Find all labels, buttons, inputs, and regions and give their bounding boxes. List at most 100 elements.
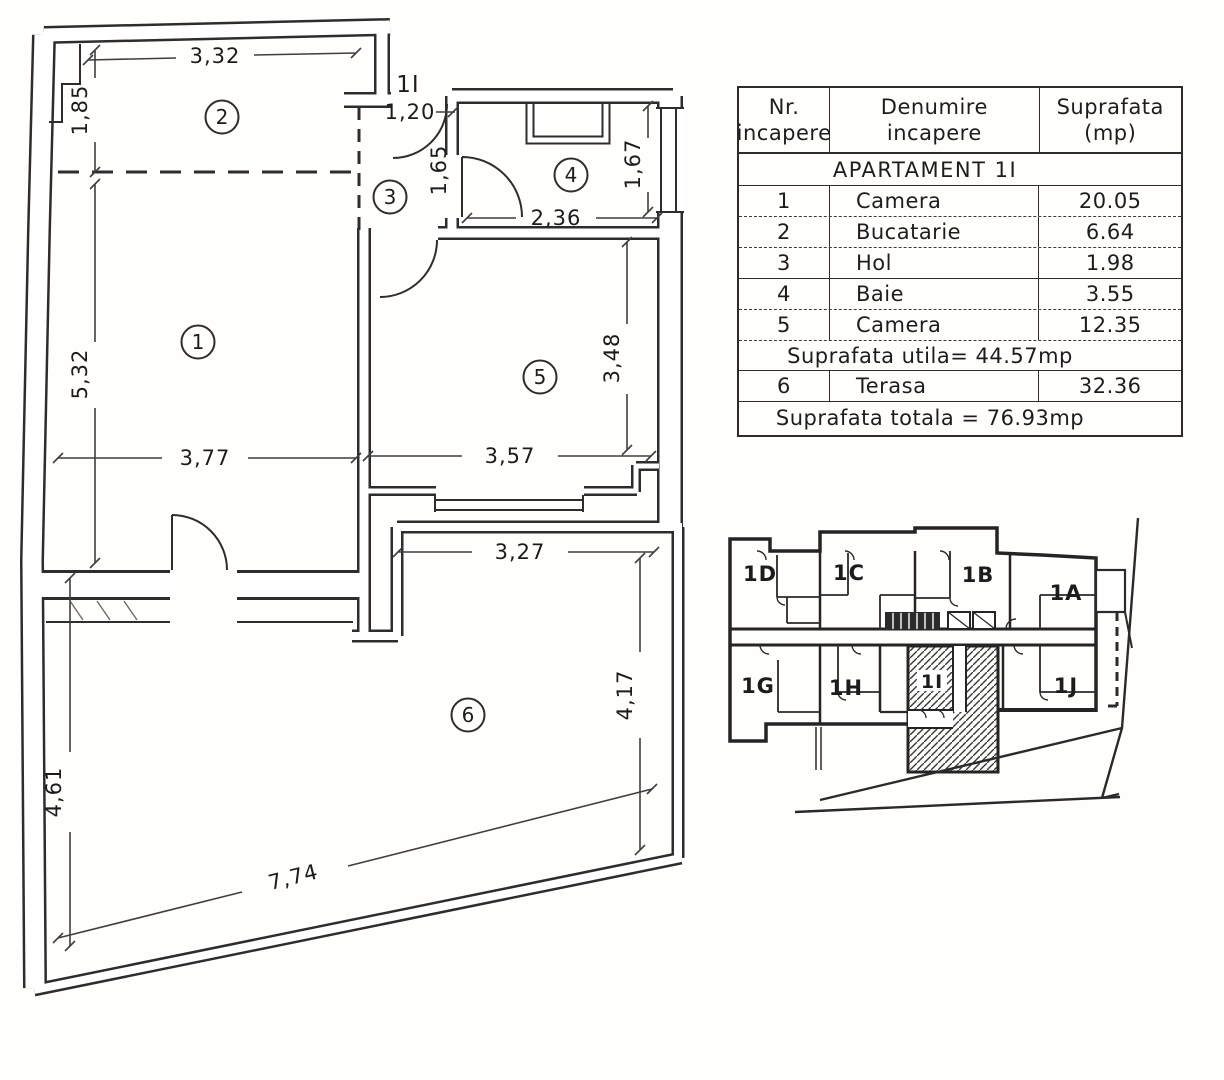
- table-subtotal-row: Suprafata utila= 44.57mp: [739, 340, 1181, 370]
- dim-terrace-left-height: 4,61: [42, 767, 66, 818]
- room-1-number: 1: [192, 330, 205, 354]
- table-row: 2 Bucatarie 6.64: [739, 216, 1181, 247]
- header-denumire-line2: incapere: [886, 121, 982, 145]
- room-6-number: 6: [462, 703, 475, 727]
- header-suprafata-line1: Suprafata: [1056, 94, 1164, 119]
- row-nr: 3: [777, 251, 791, 275]
- apartment-title: APARTAMENT 1I: [832, 157, 1018, 182]
- dim-room5-height: 3,48: [600, 333, 624, 384]
- window-room5-terrace: [434, 495, 584, 512]
- wall-details: [46, 44, 684, 623]
- plot-line-dashed: [1103, 612, 1119, 708]
- row-area: 32.36: [1078, 374, 1142, 398]
- row-nr: 1: [777, 189, 791, 213]
- suprafata-totala: Suprafata totala = 76.93mp: [775, 406, 1085, 430]
- room-5-number: 5: [534, 365, 547, 389]
- dim-terrace-top-width: 3,27: [495, 540, 546, 564]
- row-name: Terasa: [855, 374, 927, 398]
- table-row: 5 Camera 12.35: [739, 309, 1181, 340]
- header-suprafata-line2: (mp): [1084, 121, 1137, 145]
- doors: [171, 103, 523, 571]
- dim-room4-height: 1,67: [621, 139, 645, 190]
- apartment-floor-plan: 3,32 1,85 1,20 1,65 2,36 1,67 5,32 3,77 …: [19, 18, 685, 997]
- row-nr: 2: [777, 220, 791, 244]
- row-area: 20.05: [1078, 189, 1142, 213]
- room-1-marker: 1: [180, 324, 216, 360]
- unit-label-1D: 1D: [743, 562, 777, 586]
- table-row: 3 Hol 1.98: [739, 247, 1181, 278]
- row-name: Bucatarie: [855, 220, 962, 244]
- header-denumire-line1: Denumire: [880, 94, 988, 119]
- header-nr-line1: Nr.: [768, 94, 800, 119]
- row-name: Camera: [855, 189, 942, 213]
- plot-line-right: [1100, 517, 1140, 800]
- shaft-niche-outline: [525, 104, 611, 145]
- row-nr: 5: [777, 313, 791, 337]
- room-3-marker: 3: [372, 179, 408, 215]
- garden-wall-line: [815, 727, 822, 770]
- highlighted-unit-1I: [906, 644, 1000, 774]
- row-name: Camera: [855, 313, 942, 337]
- room-2-number: 2: [216, 105, 229, 129]
- row-area: 12.35: [1078, 313, 1142, 337]
- sill-hatch-ticks: [69, 600, 138, 621]
- row-area: 1.98: [1085, 251, 1135, 275]
- room-5-marker: 5: [522, 359, 558, 395]
- row-area: 6.64: [1085, 220, 1135, 244]
- row-nr: 4: [777, 282, 791, 306]
- building-key-plan: 1D 1C 1B 1A 1G 1H 1I 1J: [728, 517, 1140, 814]
- dimension-lines: [52, 44, 663, 952]
- dimension-labels: 3,32 1,85 1,20 1,65 2,36 1,67 5,32 3,77 …: [42, 44, 645, 895]
- room-4-marker: 4: [553, 157, 589, 193]
- room-numbers: 1 2 3 4 5 6: [180, 99, 589, 733]
- table-row: 4 Baie 3.55: [739, 278, 1181, 309]
- side-bay: [1094, 568, 1127, 614]
- wall-step-top-left: [49, 44, 81, 123]
- row-name: Hol: [855, 251, 892, 275]
- room5-door-arc: [379, 239, 438, 298]
- room-3-number: 3: [384, 185, 397, 209]
- unit-label-1H: 1H: [829, 676, 863, 700]
- unit-label-1G: 1G: [741, 674, 775, 698]
- dim-entrance-width: 1,20: [385, 100, 436, 124]
- key-plan-unit-labels: 1D 1C 1B 1A 1G 1H 1I 1J: [741, 561, 1083, 700]
- row-nr: 6: [777, 374, 791, 398]
- unit-label-1J: 1J: [1054, 674, 1078, 698]
- dim-room2-width: 3,32: [190, 44, 241, 68]
- terrace-door: [171, 514, 228, 571]
- room-6-marker: 6: [450, 697, 486, 733]
- unit-partitions-bottom: [818, 645, 1005, 724]
- entrance-apartment-label: 1I: [396, 72, 419, 98]
- table-section-title: APARTAMENT 1I: [739, 152, 1181, 185]
- plot-line-lower: [794, 795, 1121, 814]
- room-areas-table: Nr. incapere Denumire incapere Suprafata…: [737, 86, 1183, 437]
- plot-boundaries: [794, 517, 1140, 814]
- row-name: Baie: [855, 282, 904, 306]
- table-row: 1 Camera 20.05: [739, 185, 1181, 216]
- unit-label-1C: 1C: [833, 561, 865, 585]
- table-total-row: Suprafata totala = 76.93mp: [739, 401, 1181, 434]
- dim-room2-height: 1,85: [68, 85, 92, 136]
- suprafata-utila: Suprafata utila= 44.57mp: [787, 343, 1073, 368]
- table-row-terrace: 6 Terasa 32.36: [739, 370, 1181, 401]
- unit-label-1B: 1B: [962, 563, 995, 587]
- corridor-walls: [730, 627, 1096, 647]
- staircase: [885, 611, 996, 630]
- dim-room1-height: 5,32: [68, 349, 92, 400]
- dim-room1-width: 3,77: [180, 446, 231, 470]
- unit-interior-walls: [776, 551, 1096, 770]
- unit-label-1I: 1I: [921, 671, 943, 693]
- plot-line-upper: [819, 726, 1123, 802]
- room-4-number: 4: [565, 163, 578, 187]
- dashed-partitions: [58, 107, 361, 230]
- entrance-door-arc: [392, 103, 448, 159]
- dim-room4-width: 2,36: [531, 206, 582, 230]
- dim-terrace-right-height: 4,17: [613, 670, 637, 721]
- header-nr-line2: incapere: [736, 121, 832, 145]
- room-2-marker: 2: [204, 99, 240, 135]
- dim-entrance-depth: 1,65: [427, 145, 451, 196]
- row-area: 3.55: [1085, 282, 1135, 306]
- unit-label-1A: 1A: [1050, 581, 1083, 605]
- bathroom-door: [461, 156, 523, 218]
